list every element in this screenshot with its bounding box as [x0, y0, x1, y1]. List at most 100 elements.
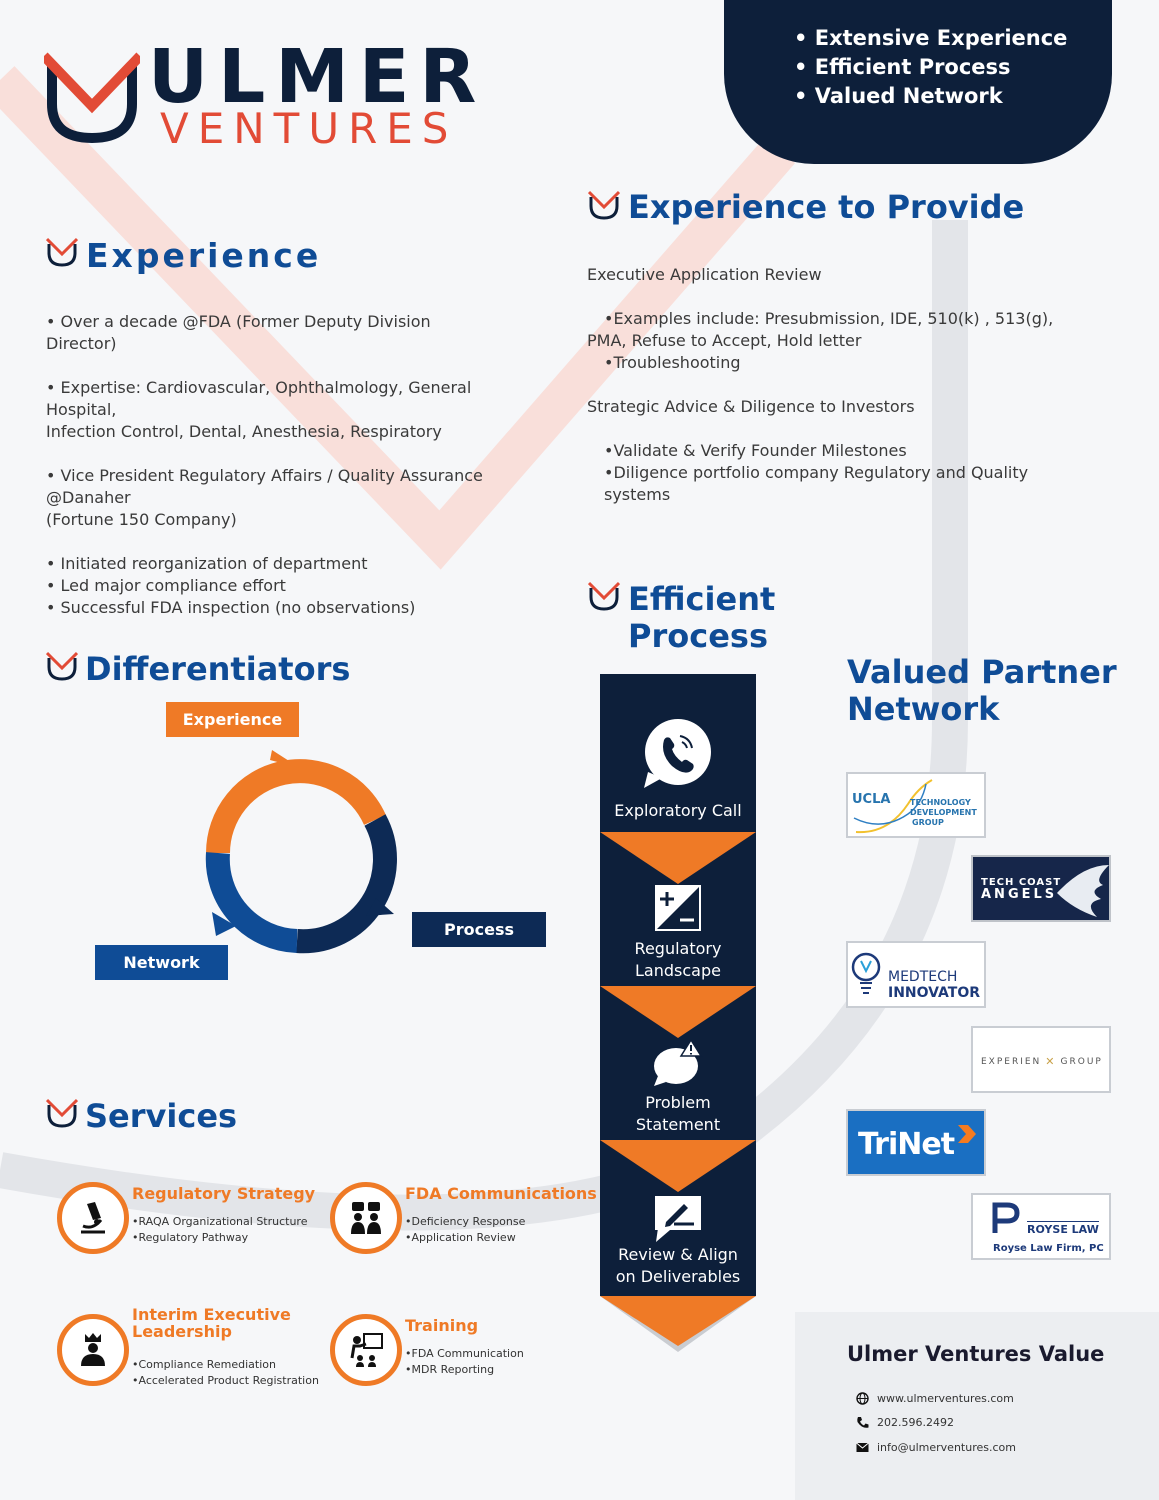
- process-step-label: on Deliverables: [615, 1267, 741, 1286]
- ulmer-logo-mark: [44, 52, 140, 144]
- provide-item: •Validate & Verify Founder Milestones: [604, 441, 907, 460]
- experience-item: • Initiated reorganization of department: [46, 554, 368, 573]
- provide-section-title: Executive Application Review: [587, 265, 822, 284]
- cycle-segment-process: [296, 814, 397, 954]
- process-step-label: Regulatory: [634, 939, 722, 958]
- website-text[interactable]: www.ulmerventures.com: [877, 1392, 1014, 1405]
- lightbulb-icon: [851, 952, 881, 994]
- royse-r-icon: [992, 1202, 1020, 1233]
- contact-phone[interactable]: 202.596.2492: [856, 1416, 954, 1429]
- experience-item: • Successful FDA inspection (no observat…: [46, 598, 416, 617]
- highlights-panel: Extensive Experience Efficient Process V…: [724, 0, 1112, 164]
- edit-chat-icon: [655, 1196, 701, 1242]
- partner-logo-royse-law: ROYSE LAW Royse Law Firm, PC: [971, 1193, 1111, 1260]
- experience-item: • Over a decade @FDA (Former Deputy Divi…: [46, 312, 431, 353]
- service-icon-circle: [330, 1182, 402, 1254]
- process-heading-line2: Process: [628, 617, 768, 655]
- process-step-label: Statement: [635, 1115, 721, 1134]
- globe-icon: [856, 1392, 869, 1405]
- experience-list: • Over a decade @FDA (Former Deputy Divi…: [46, 311, 486, 619]
- partner-logo-medtech-innovator: MEDTECH INNOVATOR: [846, 941, 986, 1008]
- plus-minus-icon: [655, 885, 701, 931]
- experience-item: Infection Control, Dental, Anesthesia, R…: [46, 422, 442, 441]
- experien-word: GROUP: [1060, 1056, 1103, 1067]
- alert-chat-icon: [654, 1040, 703, 1086]
- experience-item: • Expertise: Cardiovascular, Ophthalmolo…: [46, 378, 472, 419]
- service-title: Training: [405, 1316, 479, 1335]
- contact-website[interactable]: www.ulmerventures.com: [856, 1392, 1014, 1405]
- medtech-line: INNOVATOR: [888, 985, 981, 1001]
- process-heading-line1: Efficient: [628, 580, 776, 618]
- service-bullet: •MDR Reporting: [405, 1363, 495, 1376]
- partner-logo-experien-group: EXPERIEN ✕ GROUP: [971, 1026, 1111, 1093]
- service-bullets: •Compliance Remediation •Accelerated Pro…: [132, 1357, 319, 1389]
- partners-heading-line1: Valued Partner: [847, 653, 1117, 691]
- service-bullet: •FDA Communication: [405, 1347, 524, 1360]
- microscope-icon: [81, 1202, 105, 1234]
- process-step-label: Review & Align: [618, 1245, 738, 1264]
- service-title: Interim Executive: [132, 1305, 291, 1324]
- cycle-segment-experience: [206, 759, 386, 854]
- provide-heading: Experience to Provide: [628, 188, 1025, 226]
- ucla-line: DEVELOPMENT: [910, 808, 977, 817]
- phone-text[interactable]: 202.596.2492: [877, 1416, 954, 1429]
- partner-logo-ucla: UCLA TECHNOLOGY DEVELOPMENT GROUP: [846, 772, 986, 838]
- differentiators-heading: Differentiators: [85, 650, 351, 688]
- presentation-icon: [350, 1333, 383, 1367]
- tag-process: Process: [412, 912, 546, 947]
- conversation-icon: [351, 1202, 381, 1234]
- process-step-label: Problem: [645, 1093, 711, 1112]
- value-title: Ulmer Ventures Value: [847, 1342, 1105, 1366]
- partners-heading-line2: Network: [847, 690, 1000, 728]
- experience-item: (Fortune 150 Company): [46, 510, 237, 529]
- service-bullets: •RAQA Organizational Structure •Regulato…: [132, 1214, 307, 1246]
- section-logo-icon: [588, 190, 620, 220]
- logo-wordmark-ventures: VENTURES: [160, 104, 458, 153]
- phone-chat-icon: [644, 719, 711, 788]
- leader-crown-icon: [81, 1333, 105, 1366]
- service-icon-circle: [57, 1182, 129, 1254]
- wings-icon: [1057, 865, 1109, 917]
- service-title: Regulatory Strategy: [132, 1184, 316, 1203]
- email-text[interactable]: info@ulmerventures.com: [877, 1441, 1016, 1454]
- ucla-line: GROUP: [912, 818, 944, 827]
- service-bullet: •Regulatory Pathway: [132, 1231, 249, 1244]
- service-bullet: •Deficiency Response: [405, 1215, 526, 1228]
- provide-item: •Diligence portfolio company Regulatory …: [604, 463, 1029, 504]
- tca-line: ANGELS: [981, 887, 1058, 902]
- service-bullet: •RAQA Organizational Structure: [132, 1215, 308, 1228]
- service-bullets: •Deficiency Response •Application Review: [405, 1214, 525, 1246]
- ucla-line: TECHNOLOGY: [910, 798, 971, 807]
- services-heading: Services: [85, 1097, 238, 1135]
- phone-icon: [857, 1417, 869, 1428]
- service-icon-circle: [57, 1314, 129, 1386]
- service-title: FDA Communications: [405, 1184, 597, 1203]
- trinet-arrow-icon: [958, 1125, 976, 1143]
- section-logo-icon: [46, 237, 78, 267]
- process-flow: Exploratory Call Regulatory Landscape Pr…: [600, 674, 756, 1352]
- service-bullet: •Application Review: [405, 1231, 516, 1244]
- tag-network: Network: [95, 945, 228, 980]
- provide-item: •Troubleshooting: [604, 353, 741, 372]
- partner-logo-tech-coast-angels: TECH COAST ANGELS: [971, 855, 1111, 922]
- ucla-name: UCLA: [852, 792, 891, 807]
- experien-mark-icon: ✕: [1045, 1055, 1057, 1068]
- highlight-item: Extensive Experience: [794, 24, 1112, 53]
- experience-item: • Vice President Regulatory Affairs / Qu…: [46, 466, 483, 507]
- section-logo-icon: [46, 1098, 78, 1128]
- provide-list: Executive Application Review •Examples i…: [587, 264, 1077, 506]
- service-title: Leadership: [132, 1322, 232, 1341]
- value-panel: [795, 1312, 1159, 1500]
- process-step-label: Landscape: [635, 961, 721, 980]
- medtech-line: MEDTECH: [888, 969, 958, 985]
- mail-icon: [856, 1442, 869, 1452]
- trinet-name: TriNet: [858, 1127, 955, 1162]
- experien-word: EXPERIEN: [981, 1056, 1042, 1067]
- experience-item: • Led major compliance effort: [46, 576, 286, 595]
- royse-line2: Royse Law Firm, PC: [993, 1243, 1104, 1254]
- experience-heading: Experience: [86, 236, 322, 275]
- process-step-label: Exploratory Call: [614, 801, 742, 820]
- provide-section-title: Strategic Advice & Diligence to Investor…: [587, 397, 915, 416]
- royse-line1: ROYSE LAW: [1027, 1221, 1099, 1236]
- contact-email[interactable]: info@ulmerventures.com: [856, 1441, 1016, 1454]
